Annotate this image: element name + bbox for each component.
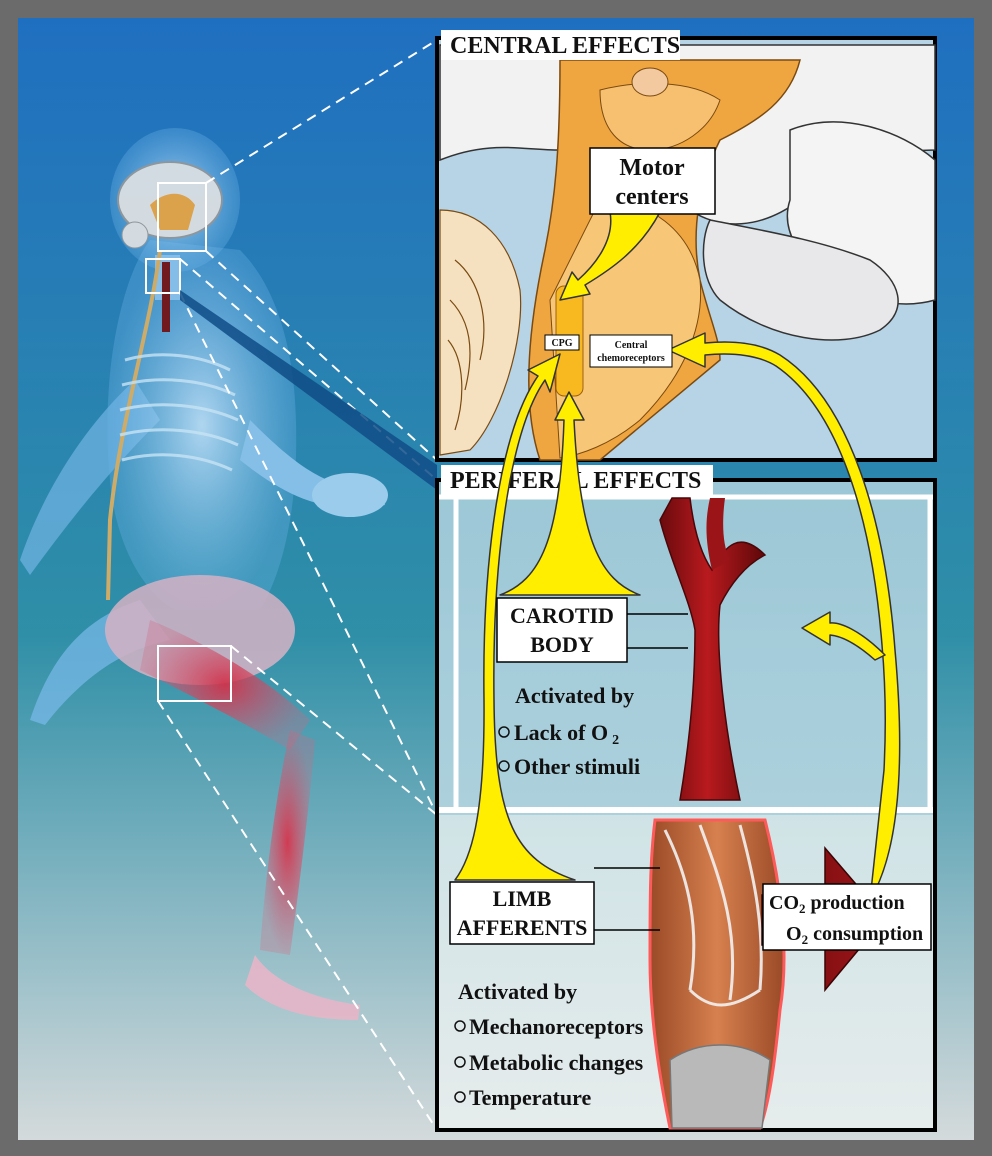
limb-stimulus-1: Mechanoreceptors xyxy=(469,1014,644,1039)
carotid-activated-title: Activated by xyxy=(515,683,634,708)
motor-centers-label-1: Motor xyxy=(619,155,685,181)
cpg-label: CPG xyxy=(551,338,572,349)
co2-production-label: CO2 production xyxy=(769,892,905,916)
central-effects-panel xyxy=(437,38,935,460)
limb-afferents-label-1: LIMB xyxy=(493,886,552,911)
central-effects-title: CENTRAL EFFECTS xyxy=(450,33,680,59)
carotid-stimulus-2: Other stimuli xyxy=(514,754,640,779)
carotid-body-label-2: BODY xyxy=(530,632,594,657)
limb-stimulus-3: Temperature xyxy=(469,1085,591,1110)
limb-activated-title: Activated by xyxy=(458,979,577,1004)
central-chemoreceptors-label-1: Central xyxy=(615,340,648,351)
limb-stimulus-2: Metabolic changes xyxy=(469,1050,644,1075)
motor-centers-label-2: centers xyxy=(615,184,688,210)
knee xyxy=(670,1045,770,1128)
limb-afferents-label-2: AFFERENTS xyxy=(457,915,588,940)
central-chemoreceptors-label-2: chemoreceptors xyxy=(597,353,665,364)
carotid-body-label-1: CAROTID xyxy=(510,603,614,628)
